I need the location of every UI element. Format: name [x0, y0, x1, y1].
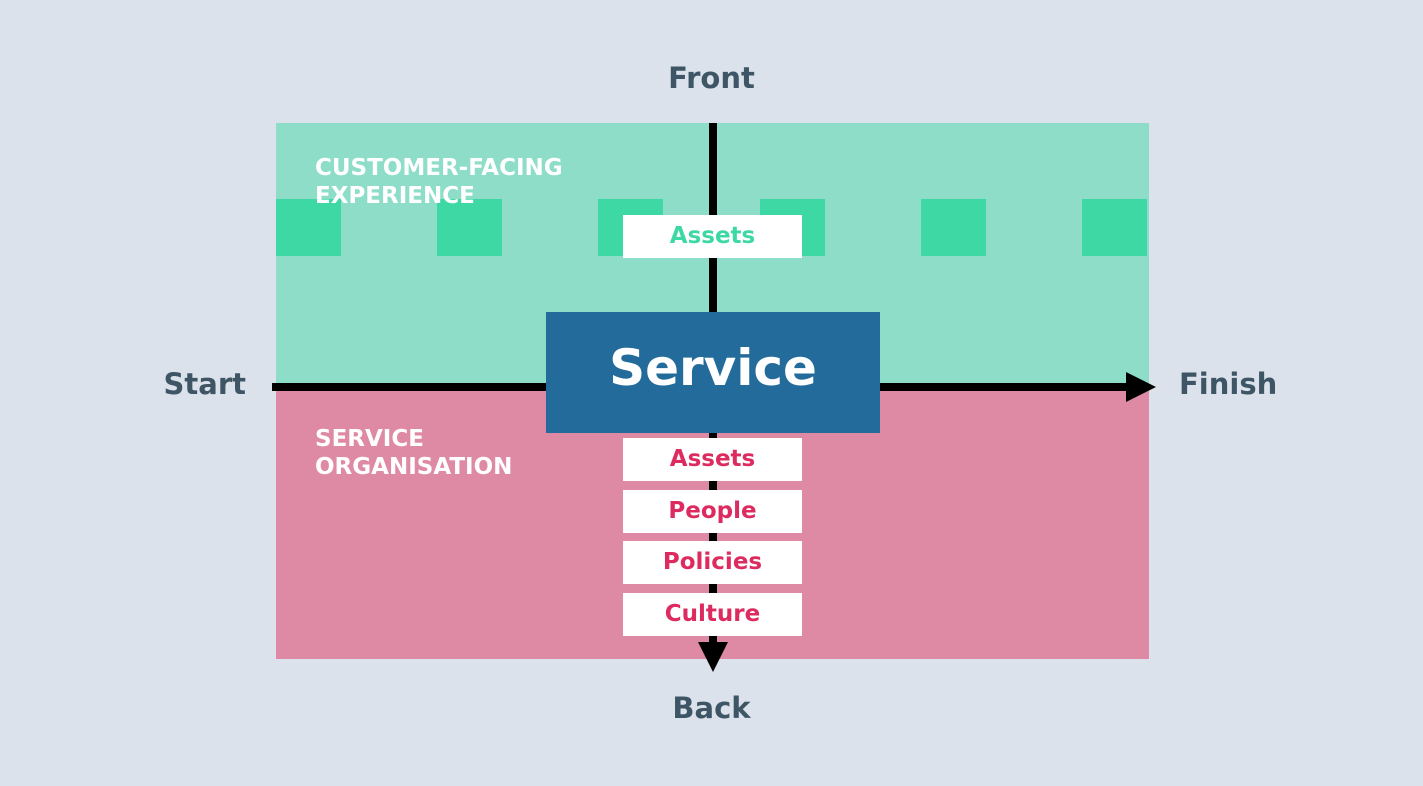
front-item-assets: Assets: [623, 215, 802, 258]
right-arrow-icon: [1126, 372, 1156, 402]
touchpoint-6: [1082, 199, 1147, 256]
touchpoint-2: [437, 199, 502, 256]
back-item-culture: Culture: [623, 593, 802, 636]
axis-label-finish: Finish: [1179, 367, 1278, 401]
touchpoint-5: [921, 199, 986, 256]
axis-label-front: Front: [668, 61, 755, 95]
down-arrow-icon: [698, 642, 728, 672]
back-item-assets: Assets: [623, 438, 802, 481]
back-item-people: People: [623, 490, 802, 533]
customer-facing-title: CUSTOMER-FACING EXPERIENCE: [315, 155, 563, 209]
service-organisation-title: SERVICE ORGANISATION: [315, 426, 513, 480]
axis-label-back: Back: [672, 691, 751, 725]
touchpoint-1: [276, 199, 341, 256]
service-label: Service: [609, 338, 817, 397]
back-item-policies: Policies: [623, 541, 802, 584]
service-box: Service: [546, 312, 880, 433]
axis-label-start: Start: [163, 367, 246, 401]
